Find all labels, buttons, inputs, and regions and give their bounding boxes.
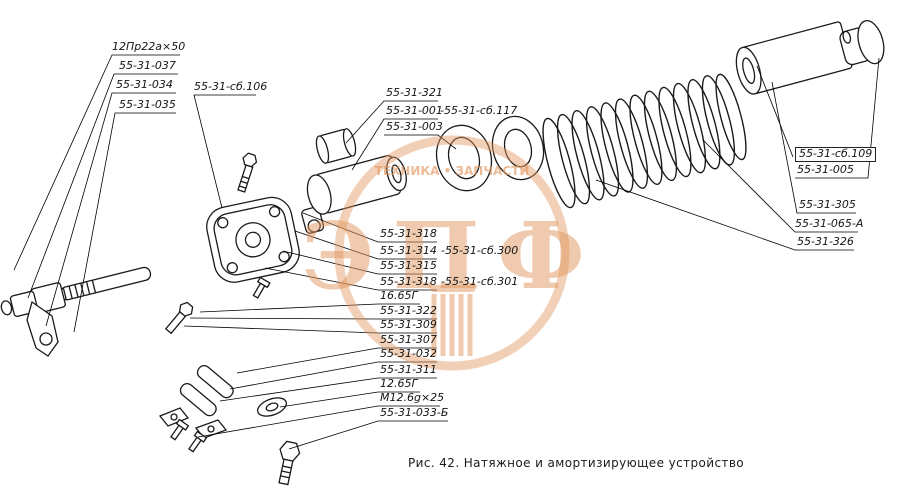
washer-ring-inner: [435, 124, 493, 192]
part-label: 55-31-305: [799, 198, 856, 211]
damper-body: [301, 155, 407, 234]
part-label: 55-31-065-А: [795, 217, 864, 230]
pin-cylinder-2: [179, 382, 217, 417]
part-label: 12.65Г: [380, 377, 418, 390]
part-label: 55-31-001: [386, 104, 443, 117]
part-label: 55-31-сб.106: [194, 80, 268, 93]
bolt-left: [164, 301, 194, 335]
part-label: 55-31-034: [116, 78, 173, 91]
tension-rod: [0, 266, 152, 318]
cylinder-tube: [735, 21, 853, 95]
part-label: 55-31-сб.109: [795, 147, 877, 163]
drawing-shapes: [0, 19, 885, 486]
plug-cap: [839, 19, 885, 66]
leader-lines: [13, 54, 880, 450]
part-label: 55-31-322: [380, 304, 437, 317]
watermark: ТЕХНИКА • ЗАПЧАСТИ ЭПФ: [301, 135, 585, 371]
part-label: 55-31-033-Б: [380, 406, 449, 419]
clevis-fork: [26, 300, 59, 357]
sleeve-bushing: [315, 128, 357, 164]
part-label: 55-31-035: [119, 98, 176, 111]
figure-caption: Рис. 42. Натяжное и амортизирующее устро…: [408, 456, 745, 470]
part-label: -55-31-сб.117: [440, 104, 518, 117]
coil-spring: [542, 73, 747, 209]
bolt-bottom: [278, 440, 301, 486]
oval-washer: [256, 397, 288, 417]
part-label: 55-31-321: [386, 86, 443, 99]
part-label: 55-31-003: [386, 120, 443, 133]
part-label: 55-31-314: [380, 244, 437, 257]
watermark-tagline: ТЕХНИКА • ЗАПЧАСТИ: [375, 164, 530, 178]
pin-cylinder-1: [196, 364, 234, 399]
part-label: -55-31-сб.300: [441, 244, 519, 257]
part-label: 55-31-311: [380, 363, 437, 376]
part-label: 12Пр22а×50: [112, 40, 186, 53]
part-label: 55-31-037: [119, 59, 176, 72]
part-label: М12.6g×25: [380, 391, 445, 404]
part-label: 55-31-326: [797, 235, 854, 248]
part-label: 16.65Г: [380, 289, 418, 302]
part-label: 55-31-318: [380, 227, 437, 240]
part-label: 55-31-315: [380, 259, 437, 272]
watermark-column: [428, 285, 478, 356]
part-label: 55-31-307: [380, 333, 437, 346]
part-label: 55-31-032: [380, 347, 437, 360]
part-label: 55-31-005: [797, 163, 854, 176]
part-label: -55-31-сб.301: [441, 275, 519, 288]
part-label: 55-31-318: [380, 275, 437, 288]
stud-bolt: [252, 276, 271, 299]
washer-ring-outer: [491, 115, 545, 181]
watermark-circle: [334, 135, 570, 371]
bolt-upper: [237, 152, 258, 193]
flange-plate: [206, 196, 300, 283]
screw-small-1: [170, 418, 190, 441]
part-label: 55-31-309: [380, 318, 437, 331]
